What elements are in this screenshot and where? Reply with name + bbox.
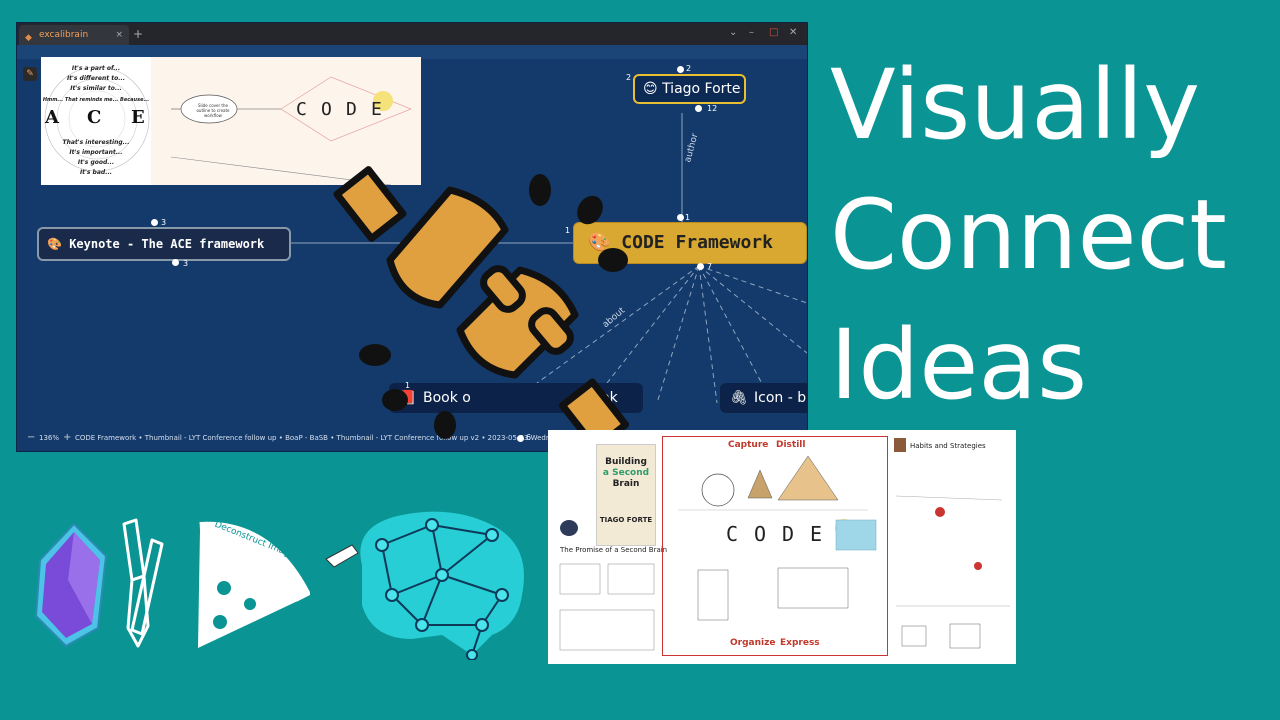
headline-line-2: Connect: [830, 179, 1227, 291]
bubble-text: Slide cover the outline to create workfl…: [196, 103, 230, 118]
node-count: 2: [626, 73, 632, 82]
node-label: Icon - bra: [754, 390, 807, 406]
breadcrumb[interactable]: CODE Framework • Thumbnail - LYT Confere…: [75, 434, 635, 442]
habits-sketches: [895, 495, 1010, 649]
ace-line: It's similar to...: [70, 85, 122, 92]
ace-letter: A: [45, 107, 59, 128]
code-sketch-drawings: [678, 455, 877, 621]
pencil-icon[interactable]: ✎: [23, 67, 37, 81]
ace-line: It's a part of...: [71, 65, 121, 72]
node-handle[interactable]: [517, 435, 524, 442]
promise-sketches: [559, 563, 655, 651]
zoom-level: 136%: [39, 434, 60, 442]
habits-icon: [894, 438, 906, 452]
excalibrain-window: ◆ excalibrain × + ⌄ – □ ✕ ✎ author about: [16, 22, 808, 452]
node-handle[interactable]: [695, 105, 702, 112]
node-handle[interactable]: [151, 219, 158, 226]
book-title-line: Brain: [612, 479, 640, 489]
headline-line-3: Ideas: [830, 309, 1088, 421]
node-label: Book o: [423, 390, 471, 406]
zoom-out-button[interactable]: −: [27, 432, 36, 443]
book-cover: Building a Second Brain TIAGO FORTE: [596, 444, 656, 546]
ace-letter: C: [87, 107, 102, 128]
close-window-button[interactable]: ✕: [789, 27, 798, 38]
node-icon-brain[interactable]: 🖇 Icon - bra: [720, 383, 807, 413]
node-count: 1: [405, 381, 411, 390]
code-letter: E: [371, 99, 382, 120]
ace-line: Hmm... That reminds me... Because...: [42, 97, 150, 103]
distill-label: Distill: [776, 440, 806, 450]
paperclip-icon: 🖇: [730, 390, 748, 406]
node-keynote-ace[interactable]: 🎨 Keynote - The ACE framework: [37, 227, 291, 261]
node-count: 7: [707, 262, 713, 271]
node-label: Keynote - The ACE framework: [69, 237, 265, 251]
tab-title: excalibrain: [39, 30, 89, 40]
palette-icon: 🎨: [47, 237, 62, 251]
node-count: 2: [686, 64, 692, 73]
organize-label: Organize: [730, 638, 776, 648]
ace-line: It's bad...: [79, 169, 113, 176]
node-label: CODE Framework: [621, 232, 773, 253]
sb-code-letter: D: [782, 522, 795, 546]
book-author: TIAGO FORTE: [599, 516, 653, 524]
maximize-button[interactable]: □: [769, 27, 779, 38]
title-bar: ◆ excalibrain × + ⌄ – □ ✕: [17, 23, 807, 45]
obsidian-tab-icon: ◆: [25, 33, 32, 43]
node-handle[interactable]: [697, 263, 704, 270]
promise-heading: The Promise of a Second Brain: [560, 546, 668, 554]
gtd-badge-icon: [560, 520, 578, 536]
node-handle[interactable]: [677, 214, 684, 221]
book-title-line: Building: [605, 457, 647, 467]
capture-label: Capture: [728, 440, 769, 450]
node-tiago-forte[interactable]: 😊 Tiago Forte: [633, 74, 746, 104]
ace-line: It's good...: [77, 159, 115, 166]
node-count: 1: [685, 213, 691, 222]
ace-line: It's important...: [69, 149, 123, 156]
code-letter: O: [321, 99, 332, 120]
ace-circles: [44, 66, 150, 172]
second-brain-sketchnote: Building a Second Brain TIAGO FORTE The …: [548, 430, 1016, 664]
tab-excalibrain[interactable]: ◆ excalibrain ×: [19, 25, 129, 45]
node-count: 3: [183, 259, 189, 268]
ace-line: That's interesting...: [62, 139, 130, 146]
toolbar: [17, 45, 807, 59]
node-handle[interactable]: [677, 66, 684, 73]
code-diagram: [170, 76, 412, 185]
face-icon: 😊: [643, 81, 658, 97]
node-handle[interactable]: [172, 259, 179, 266]
sb-code-letter: O: [754, 522, 767, 546]
node-count: 12: [707, 104, 718, 113]
node-count: 6: [526, 433, 532, 442]
status-bar: − 136% + CODE Framework • Thumbnail - LY…: [17, 425, 807, 451]
new-tab-button[interactable]: +: [133, 27, 144, 41]
express-label: Express: [780, 638, 820, 648]
excalidraw-pen-icon: [122, 518, 164, 648]
headline-line-1: Visually: [830, 49, 1201, 161]
headline: Visually Connect Ideas: [830, 40, 1275, 430]
palette-icon: 🎨: [588, 232, 611, 253]
book-title-line: a Second: [602, 468, 650, 478]
ace-panel: It's a part of... It's different to... I…: [41, 57, 151, 185]
zoom-in-button[interactable]: +: [63, 432, 72, 443]
node-label: Tiago Forte: [662, 81, 741, 97]
ace-code-thumbnail[interactable]: It's a part of... It's different to... I…: [41, 57, 421, 185]
code-letter: C: [296, 99, 307, 120]
minimize-button[interactable]: –: [749, 27, 754, 38]
deconstruct-images-pizza-icon: Deconstruct Images Script: [198, 520, 310, 648]
ace-line: It's different to...: [66, 75, 126, 82]
node-count: 1: [565, 226, 571, 235]
node-count: 3: [161, 218, 167, 227]
chevron-down-icon[interactable]: ⌄: [729, 27, 738, 38]
ace-letter: E: [131, 107, 145, 128]
tab-close-icon[interactable]: ×: [115, 30, 123, 40]
plug-connect-icon: [333, 166, 630, 450]
sb-code-letter: E: [810, 522, 823, 546]
code-letter: D: [346, 99, 357, 120]
connected-brain-icon: [325, 511, 524, 660]
habits-heading: Habits and Strategies: [910, 442, 986, 450]
sb-code-letter: C: [726, 522, 739, 546]
obsidian-logo-icon: [34, 522, 108, 648]
code-sketch-frame: [662, 436, 888, 656]
